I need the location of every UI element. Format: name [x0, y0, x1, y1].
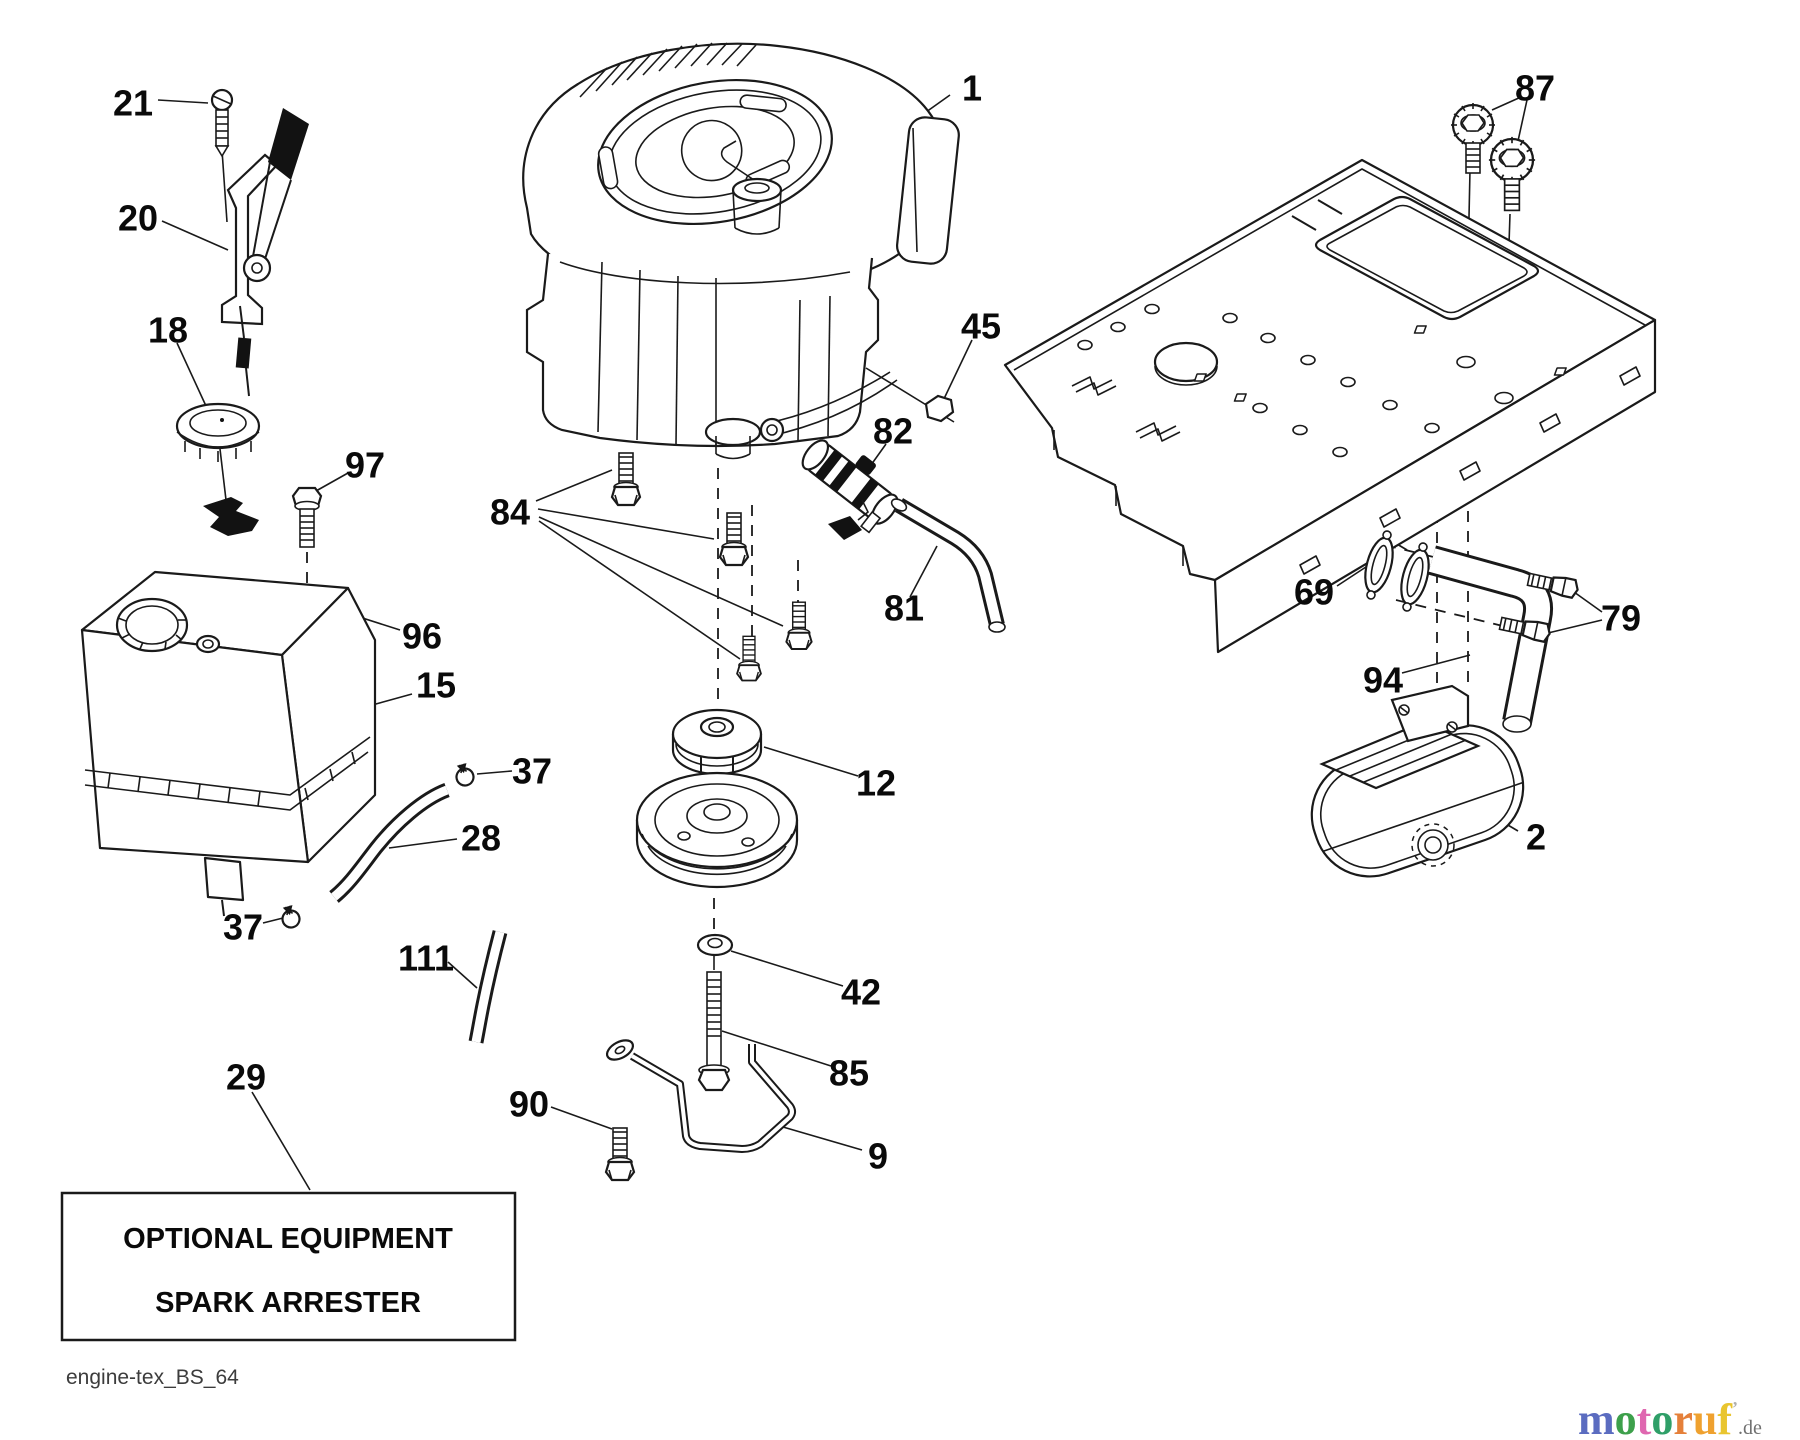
motoruf-watermark: motoruf’.de — [1578, 1386, 1793, 1440]
logo-letter: m — [1578, 1395, 1615, 1440]
part-label-nut: 45 — [961, 306, 1001, 347]
part-label-guide-bolt: 90 — [509, 1084, 549, 1125]
flange-nut — [924, 394, 955, 423]
throttle-control — [210, 88, 309, 397]
hose-clamp-lower — [278, 903, 303, 931]
logo-letter: o — [1614, 1395, 1637, 1440]
spark-arrester-label: SPARK ARRESTER — [155, 1287, 421, 1319]
logo-letter: t — [1636, 1395, 1652, 1440]
part-label-mount-bolts: 84 — [490, 492, 530, 533]
part-label-exhaust-pipe: 94 — [1363, 660, 1403, 701]
muffler — [1310, 684, 1525, 878]
part-label-exhaust-bolts: 79 — [1601, 598, 1641, 639]
part-label-screw: 21 — [113, 83, 153, 124]
optional-equipment-title: OPTIONAL EQUIPMENT — [123, 1223, 453, 1255]
tank-outlet — [203, 856, 245, 902]
part-label-muffler: 2 — [1526, 817, 1546, 858]
engine-side-pod — [895, 116, 960, 265]
throttle-lever-grip — [268, 108, 309, 180]
part-label-fuel-cap: 18 — [148, 310, 188, 351]
drain-hose — [468, 930, 508, 1044]
pulley-washer — [696, 933, 734, 957]
crankshaft-boss — [704, 371, 898, 460]
fuel-cap — [175, 402, 261, 462]
pulley-bolt — [697, 971, 731, 1092]
part-label-engine: 1 — [962, 68, 982, 109]
tank-bolt — [291, 486, 323, 549]
part-label-spark-arrester: 29 — [226, 1057, 266, 1098]
part-label-drain-hose: 111 — [398, 938, 454, 979]
engine-pulley — [635, 708, 799, 889]
diagram-code: engine-tex_BS_64 — [66, 1366, 239, 1389]
logo-letter: f — [1717, 1395, 1732, 1440]
guide-bolt — [604, 1126, 636, 1182]
fuel-hose-elbow — [890, 498, 1006, 633]
part-label-pulley: 12 — [856, 763, 896, 804]
part-label-gasket: 69 — [1294, 572, 1334, 613]
logo-letter: r — [1673, 1395, 1693, 1440]
chassis-opening — [1314, 195, 1540, 321]
fuel-hose — [329, 782, 450, 903]
logo-trademark: ’ — [1731, 1398, 1738, 1418]
oil-filler — [720, 140, 783, 235]
part-label-clamp-upper: 37 — [512, 751, 552, 792]
part-label-fuel-valve: 82 — [873, 411, 913, 452]
throttle-screw — [210, 88, 234, 158]
logo-domain-suffix: .de — [1737, 1417, 1762, 1439]
part-label-tank-bolt: 97 — [345, 445, 385, 486]
optional-equipment-box: OPTIONAL EQUIPMENT SPARK ARRESTER — [60, 1191, 517, 1342]
part-label-fuel-tank: 15 — [416, 665, 456, 706]
part-label-fuel-hose: 28 — [461, 818, 501, 859]
part-label-belt-guide: 9 — [868, 1136, 888, 1177]
part-label-throttle: 20 — [118, 198, 158, 239]
part-label-clamp-lower: 37 — [223, 907, 263, 948]
chassis-plate — [1003, 158, 1657, 654]
fuel-valve — [801, 439, 899, 534]
chassis-round-hole — [1153, 341, 1219, 383]
engine-mount-bolts — [610, 451, 813, 682]
exhaust-pipe — [1427, 545, 1553, 733]
part-label-pulley-bolt: 85 — [829, 1053, 869, 1094]
throttle-cable-end — [235, 337, 252, 369]
logo-letter: o — [1651, 1395, 1674, 1440]
starter-grille — [579, 42, 757, 98]
logo-letter: u — [1692, 1395, 1718, 1440]
hose-clamp-upper — [452, 761, 477, 789]
engine — [522, 42, 960, 460]
exhaust-gaskets — [1364, 530, 1430, 612]
part-label-hose-elbow: 81 — [884, 588, 924, 629]
part-label-tank-washer: 96 — [402, 616, 442, 657]
part-label-pulley-washer: 42 — [841, 972, 881, 1013]
fuel-strainer — [203, 497, 259, 536]
part-label-knobs: 87 — [1515, 68, 1555, 109]
fuel-tank — [80, 570, 377, 917]
belt-guide — [605, 1039, 796, 1153]
valve-clamp — [828, 516, 862, 540]
